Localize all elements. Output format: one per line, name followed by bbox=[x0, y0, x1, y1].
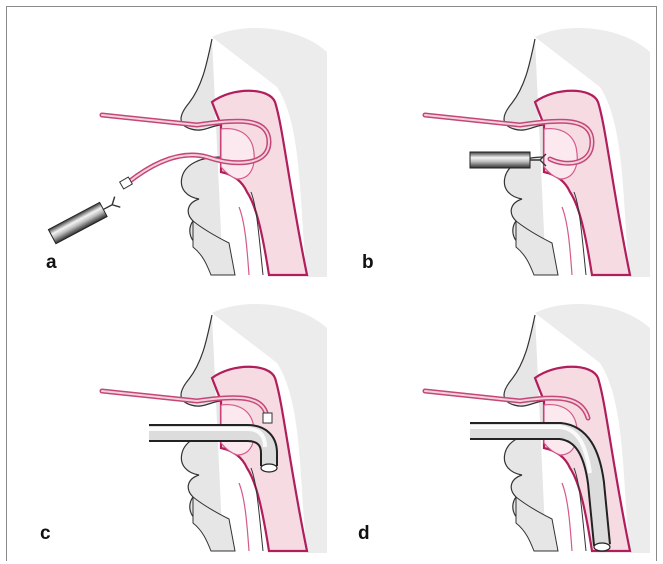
panel-b: b bbox=[330, 7, 656, 285]
panel-label-b: b bbox=[362, 253, 374, 272]
panel-label-a: a bbox=[46, 253, 57, 272]
panel-a: a bbox=[7, 7, 333, 285]
panel-label-d: d bbox=[358, 524, 370, 543]
panel-a-illustration bbox=[7, 7, 333, 285]
panel-c: c bbox=[7, 283, 333, 561]
panel-d-illustration bbox=[330, 283, 656, 561]
panel-c-illustration bbox=[7, 283, 333, 561]
panel-b-illustration bbox=[330, 7, 656, 285]
panel-label-c: c bbox=[40, 524, 51, 543]
panel-d: d bbox=[330, 283, 656, 561]
